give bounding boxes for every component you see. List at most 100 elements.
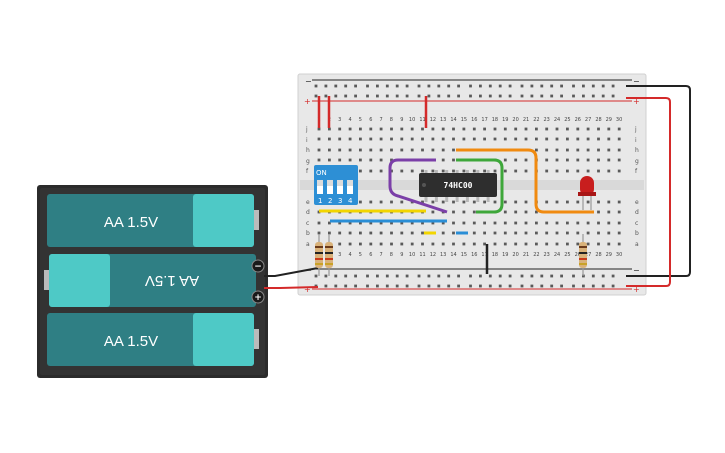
breadboard-hole[interactable] <box>410 169 414 173</box>
breadboard-hole[interactable] <box>524 200 528 204</box>
breadboard-hole[interactable] <box>566 231 569 235</box>
breadboard-hole[interactable] <box>421 127 424 131</box>
breadboard-hole[interactable] <box>597 158 600 162</box>
breadboard-hole[interactable] <box>488 94 492 98</box>
breadboard-hole[interactable] <box>390 127 393 131</box>
breadboard-hole[interactable] <box>545 231 549 235</box>
breadboard-hole[interactable] <box>597 200 600 204</box>
breadboard-hole[interactable] <box>421 148 424 152</box>
breadboard-hole[interactable] <box>576 169 580 173</box>
breadboard-hole[interactable] <box>421 231 424 235</box>
breadboard-hole[interactable] <box>348 158 352 162</box>
breadboard-hole[interactable] <box>503 210 507 214</box>
breadboard-hole[interactable] <box>317 221 321 225</box>
breadboard-hole[interactable] <box>472 221 476 225</box>
breadboard-hole[interactable] <box>405 284 409 288</box>
dip-toggle-2[interactable] <box>327 180 333 194</box>
breadboard-hole[interactable] <box>334 284 338 288</box>
breadboard-hole[interactable] <box>498 94 502 98</box>
breadboard-hole[interactable] <box>314 274 318 278</box>
breadboard-hole[interactable] <box>607 169 611 173</box>
breadboard-hole[interactable] <box>617 221 621 225</box>
breadboard-hole[interactable] <box>400 242 404 246</box>
breadboard-hole[interactable] <box>576 200 580 204</box>
breadboard-hole[interactable] <box>400 137 404 141</box>
breadboard-hole[interactable] <box>601 94 605 98</box>
breadboard-hole[interactable] <box>410 127 414 131</box>
breadboard-hole[interactable] <box>437 84 441 88</box>
ic-74hc00[interactable]: 74HC00 <box>419 170 497 202</box>
breadboard-hole[interactable] <box>328 127 331 131</box>
breadboard-hole[interactable] <box>483 200 486 204</box>
breadboard-hole[interactable] <box>462 169 466 173</box>
breadboard-hole[interactable] <box>334 94 338 98</box>
breadboard-hole[interactable] <box>437 94 441 98</box>
breadboard-hole[interactable] <box>452 200 455 204</box>
breadboard-hole[interactable] <box>530 94 534 98</box>
breadboard-hole[interactable] <box>427 274 431 278</box>
breadboard-hole[interactable] <box>530 274 534 278</box>
breadboard-hole[interactable] <box>576 137 580 141</box>
breadboard-hole[interactable] <box>400 127 404 131</box>
breadboard-hole[interactable] <box>617 231 621 235</box>
breadboard-hole[interactable] <box>400 231 404 235</box>
wire-orange[interactable] <box>456 148 594 214</box>
breadboard-hole[interactable] <box>611 84 615 88</box>
breadboard-hole[interactable] <box>390 200 393 204</box>
breadboard-hole[interactable] <box>369 221 373 225</box>
breadboard-hole[interactable] <box>545 200 549 204</box>
breadboard-hole[interactable] <box>503 137 507 141</box>
breadboard-hole[interactable] <box>508 84 512 88</box>
breadboard-hole[interactable] <box>540 94 544 98</box>
breadboard-hole[interactable] <box>545 148 549 152</box>
breadboard-hole[interactable] <box>385 274 389 278</box>
wires[interactable] <box>264 85 691 289</box>
breadboard-hole[interactable] <box>395 84 399 88</box>
breadboard-hole[interactable] <box>469 284 472 288</box>
breadboard-hole[interactable] <box>400 200 404 204</box>
breadboard-hole[interactable] <box>328 158 331 162</box>
breadboard-hole[interactable] <box>555 158 559 162</box>
breadboard-hole[interactable] <box>344 94 348 98</box>
breadboard-holes[interactable] <box>314 84 621 288</box>
breadboard-hole[interactable] <box>479 284 482 288</box>
breadboard-hole[interactable] <box>582 284 585 288</box>
breadboard-hole[interactable] <box>317 231 321 235</box>
breadboard-hole[interactable] <box>359 148 362 152</box>
breadboard-hole[interactable] <box>483 242 486 246</box>
breadboard-hole[interactable] <box>483 127 486 131</box>
breadboard-hole[interactable] <box>390 231 393 235</box>
breadboard-hole[interactable] <box>566 158 569 162</box>
breadboard-hole[interactable] <box>348 242 352 246</box>
breadboard-hole[interactable] <box>457 284 460 288</box>
breadboard-hole[interactable] <box>462 210 466 214</box>
breadboard-hole[interactable] <box>447 94 451 98</box>
wire-black-battery[interactable] <box>264 267 319 277</box>
breadboard-hole[interactable] <box>597 242 600 246</box>
breadboard-hole[interactable] <box>338 148 342 152</box>
breadboard-hole[interactable] <box>514 221 518 225</box>
breadboard-hole[interactable] <box>540 84 544 88</box>
breadboard-hole[interactable] <box>524 127 528 131</box>
breadboard-hole[interactable] <box>366 84 369 88</box>
breadboard-hole[interactable] <box>493 200 497 204</box>
breadboard-hole[interactable] <box>524 137 528 141</box>
breadboard-hole[interactable] <box>400 221 404 225</box>
breadboard-hole[interactable] <box>328 148 331 152</box>
resistor-2[interactable] <box>325 234 333 276</box>
breadboard-hole[interactable] <box>601 274 605 278</box>
breadboard-hole[interactable] <box>617 242 621 246</box>
breadboard-hole[interactable] <box>395 284 399 288</box>
breadboard-hole[interactable] <box>611 284 615 288</box>
dip-toggle-3[interactable] <box>337 180 343 194</box>
breadboard-hole[interactable] <box>369 169 373 173</box>
breadboard-hole[interactable] <box>514 169 518 173</box>
breadboard-hole[interactable] <box>410 242 414 246</box>
battery-pack[interactable]: AA 1.5V AA 1.5V AA 1.5V − + <box>37 185 268 378</box>
breadboard-hole[interactable] <box>545 127 549 131</box>
breadboard-hole[interactable] <box>555 242 559 246</box>
breadboard-hole[interactable] <box>535 242 538 246</box>
breadboard-hole[interactable] <box>597 148 600 152</box>
breadboard-hole[interactable] <box>390 137 393 141</box>
breadboard-hole[interactable] <box>441 242 445 246</box>
